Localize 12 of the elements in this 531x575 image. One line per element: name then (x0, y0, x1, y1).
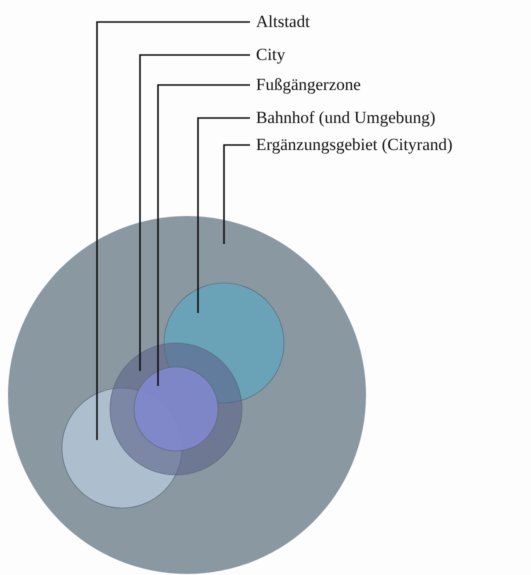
area-circle (164, 282, 284, 404)
area-label: City (256, 45, 286, 65)
area-label: Bahnhof (und Umgebung) (256, 108, 436, 128)
leader-line (197, 117, 250, 313)
leader-line (96, 21, 250, 440)
area-label: Ergänzungsgebiet (Cityrand) (256, 135, 453, 155)
area-label: Altstadt (256, 12, 310, 32)
area-circle (134, 366, 218, 452)
area-label: Fußgängerzone (256, 75, 361, 95)
leader-line (223, 144, 250, 244)
leader-line (139, 54, 250, 371)
leader-line (157, 84, 250, 386)
